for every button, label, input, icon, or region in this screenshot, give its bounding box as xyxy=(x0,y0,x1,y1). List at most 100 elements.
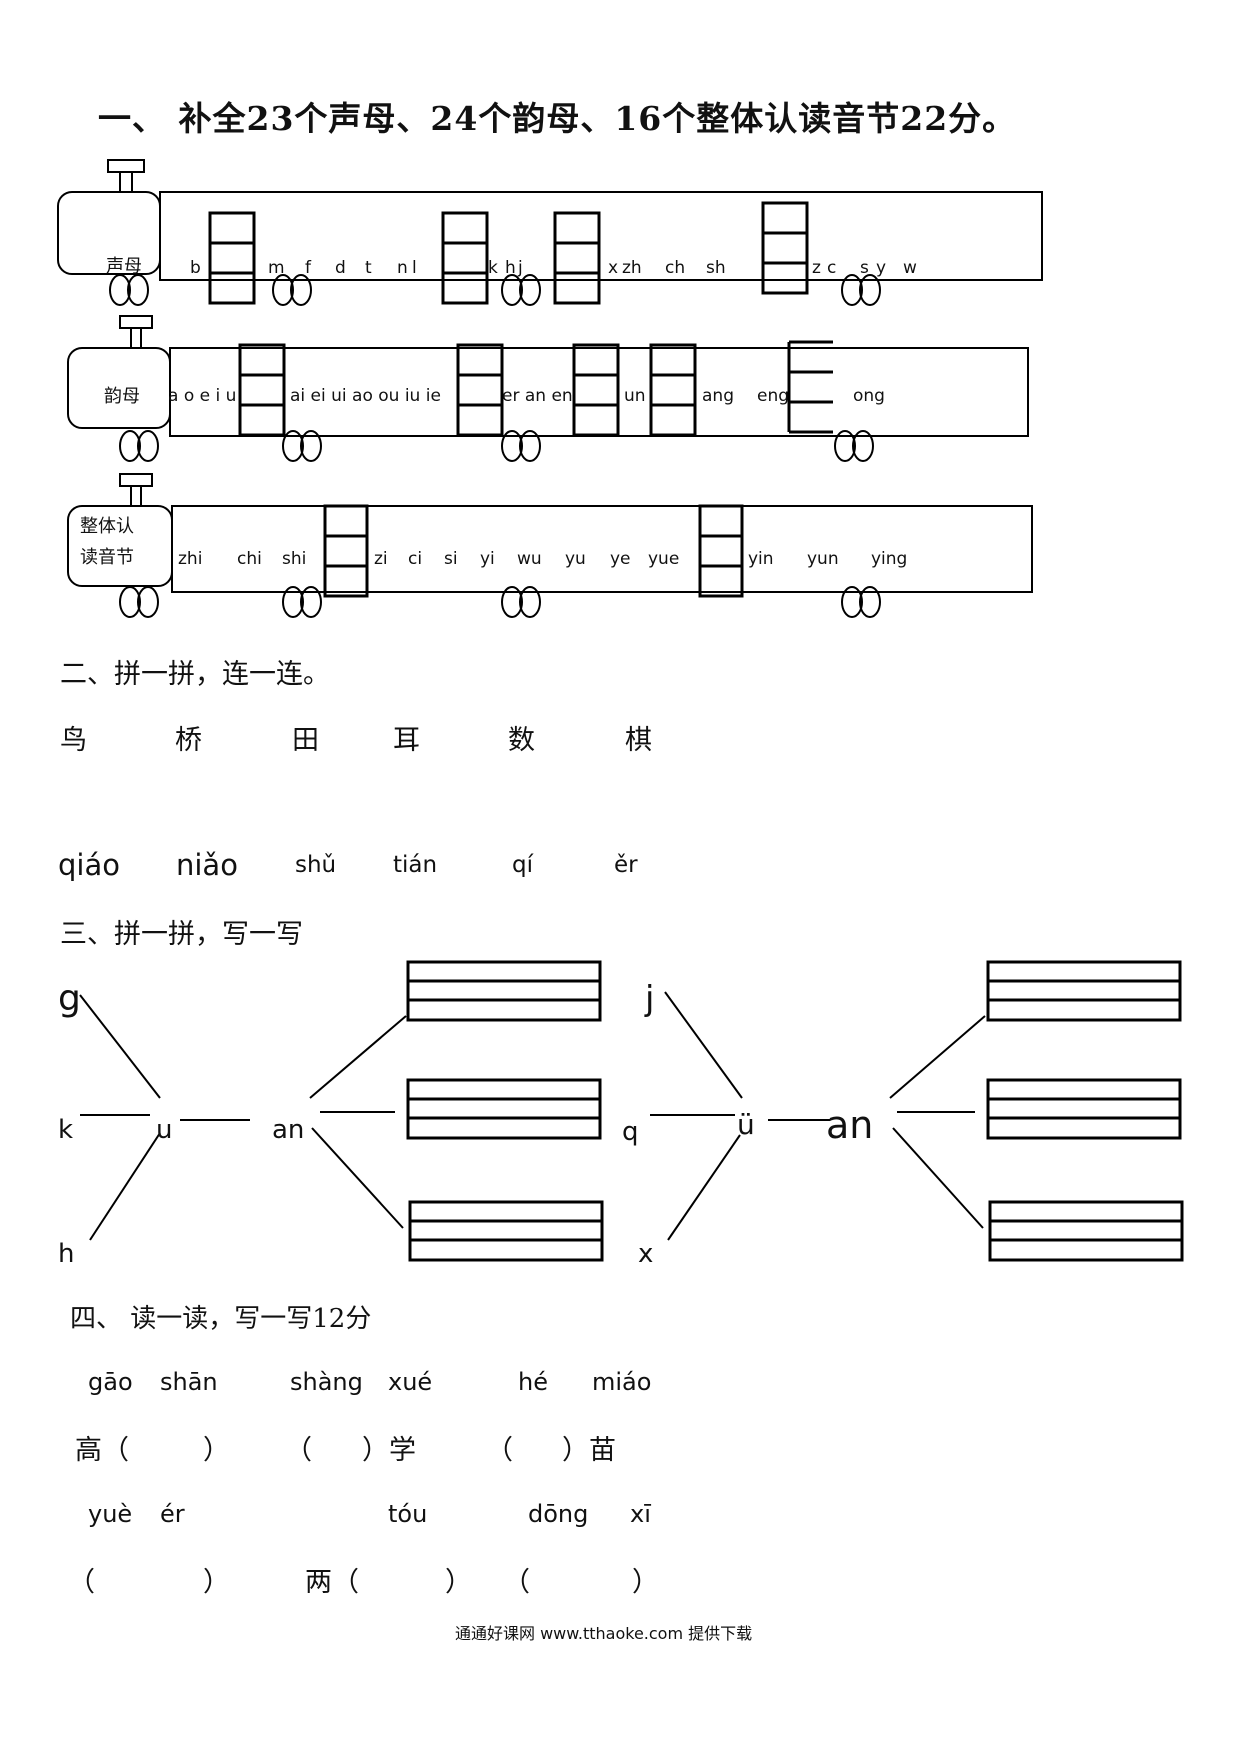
train-item: f xyxy=(305,258,312,278)
train-item: w xyxy=(903,258,917,278)
wheel xyxy=(127,274,149,306)
wheel xyxy=(109,274,131,306)
connector-line xyxy=(664,991,743,1099)
wheel xyxy=(852,430,874,462)
blank-prompt: ） xyxy=(203,1567,230,1598)
blank-box xyxy=(208,211,256,305)
train-item: un xyxy=(624,386,646,406)
section3-title: 三、拼一拼，写一写 xyxy=(60,919,303,950)
train-item: yi xyxy=(480,549,495,569)
pinyin: hé xyxy=(518,1368,548,1396)
final-an: an xyxy=(272,1115,304,1145)
section2-title: 二、拼一拼，连一连。 xyxy=(60,659,330,690)
train-item: ci xyxy=(408,549,422,569)
initial-g: g xyxy=(58,978,81,1019)
wheel xyxy=(519,430,541,462)
blank-box xyxy=(323,504,369,598)
wheel xyxy=(282,430,304,462)
wheel xyxy=(519,586,541,618)
initial-j: j xyxy=(644,979,654,1019)
writing-box xyxy=(408,1200,604,1262)
train-3 xyxy=(67,473,1033,618)
cabin-label: 声母 xyxy=(106,256,142,277)
train-item: t xyxy=(365,258,372,278)
pinyin: shān xyxy=(160,1368,218,1396)
initial-q: q xyxy=(622,1117,639,1147)
pinyin: shàng xyxy=(290,1368,363,1396)
initial-x: x xyxy=(638,1239,653,1269)
train-item: ong xyxy=(853,386,885,406)
wheel xyxy=(300,430,322,462)
train-item: n xyxy=(397,258,408,278)
train-item: ying xyxy=(871,549,907,569)
character: 田 xyxy=(292,725,319,756)
blank-prompt: （ xyxy=(503,1567,530,1598)
carriage-box xyxy=(171,505,1033,593)
train-2 xyxy=(67,315,1029,462)
wheel xyxy=(501,586,523,618)
train-item: k xyxy=(488,258,498,278)
pinyin: tián xyxy=(393,852,438,878)
medial-u: u xyxy=(156,1115,172,1145)
wheel xyxy=(501,274,523,306)
train-item: ang xyxy=(702,386,734,406)
train-item: yun xyxy=(807,549,839,569)
carriage-box xyxy=(159,191,1043,281)
wheel xyxy=(300,586,322,618)
connector-line xyxy=(309,1015,407,1099)
connector-line xyxy=(79,994,161,1099)
section1-title: 一、 补全23个声母、24个韵母、16个整体认读音节22分。 xyxy=(98,99,1017,138)
writing-box xyxy=(406,1078,602,1140)
pinyin: dōng xyxy=(528,1500,589,1528)
wheel xyxy=(137,586,159,618)
chimney xyxy=(119,315,153,329)
chimney-stem xyxy=(119,171,133,193)
train-item: s xyxy=(860,258,869,278)
blank-box xyxy=(572,343,620,437)
train-item: yin xyxy=(748,549,774,569)
wheel xyxy=(859,586,881,618)
connector-line xyxy=(889,1015,986,1099)
writing-box xyxy=(406,960,602,1022)
pinyin: niǎo xyxy=(176,848,238,882)
train-item: h xyxy=(505,258,516,278)
blank-prompt: ） xyxy=(445,1567,472,1598)
pinyin: ér xyxy=(160,1500,185,1528)
blank-prompt: ）学 xyxy=(362,1435,416,1466)
connector-line xyxy=(311,1127,404,1229)
train-item: zi xyxy=(374,549,388,569)
train-item: ai ei ui ao ou iu ie xyxy=(290,386,441,406)
train-item: y xyxy=(876,258,886,278)
train-item: yu xyxy=(565,549,586,569)
writing-box xyxy=(986,960,1182,1022)
character: 耳 xyxy=(393,725,420,756)
final-an: an xyxy=(826,1103,873,1147)
train-item: ch xyxy=(665,258,685,278)
writing-box xyxy=(986,1078,1182,1140)
blank-box xyxy=(787,340,833,434)
train-item: j xyxy=(517,258,523,278)
train-item: b xyxy=(190,258,201,278)
writing-box xyxy=(988,1200,1184,1262)
train-item: d xyxy=(335,258,346,278)
blank-prompt: ）苗 xyxy=(562,1435,616,1466)
character: 棋 xyxy=(625,725,652,756)
cabin-label-line1: 整体认 xyxy=(80,516,134,537)
train-item: chi xyxy=(237,549,262,569)
wheel xyxy=(859,274,881,306)
connector-line xyxy=(892,1127,984,1229)
character: 鸟 xyxy=(60,725,87,756)
wheel xyxy=(137,430,159,462)
train-item: si xyxy=(444,549,458,569)
blank-prompt: （ xyxy=(486,1435,513,1466)
cabin-label: 韵母 xyxy=(104,386,140,407)
wheel xyxy=(834,430,856,462)
blank-prompt: 高（ xyxy=(75,1435,129,1466)
train-item: ye xyxy=(610,549,631,569)
blank-prompt: ） xyxy=(203,1435,230,1466)
train-item: zh xyxy=(622,258,642,278)
initial-h: h xyxy=(58,1239,74,1269)
